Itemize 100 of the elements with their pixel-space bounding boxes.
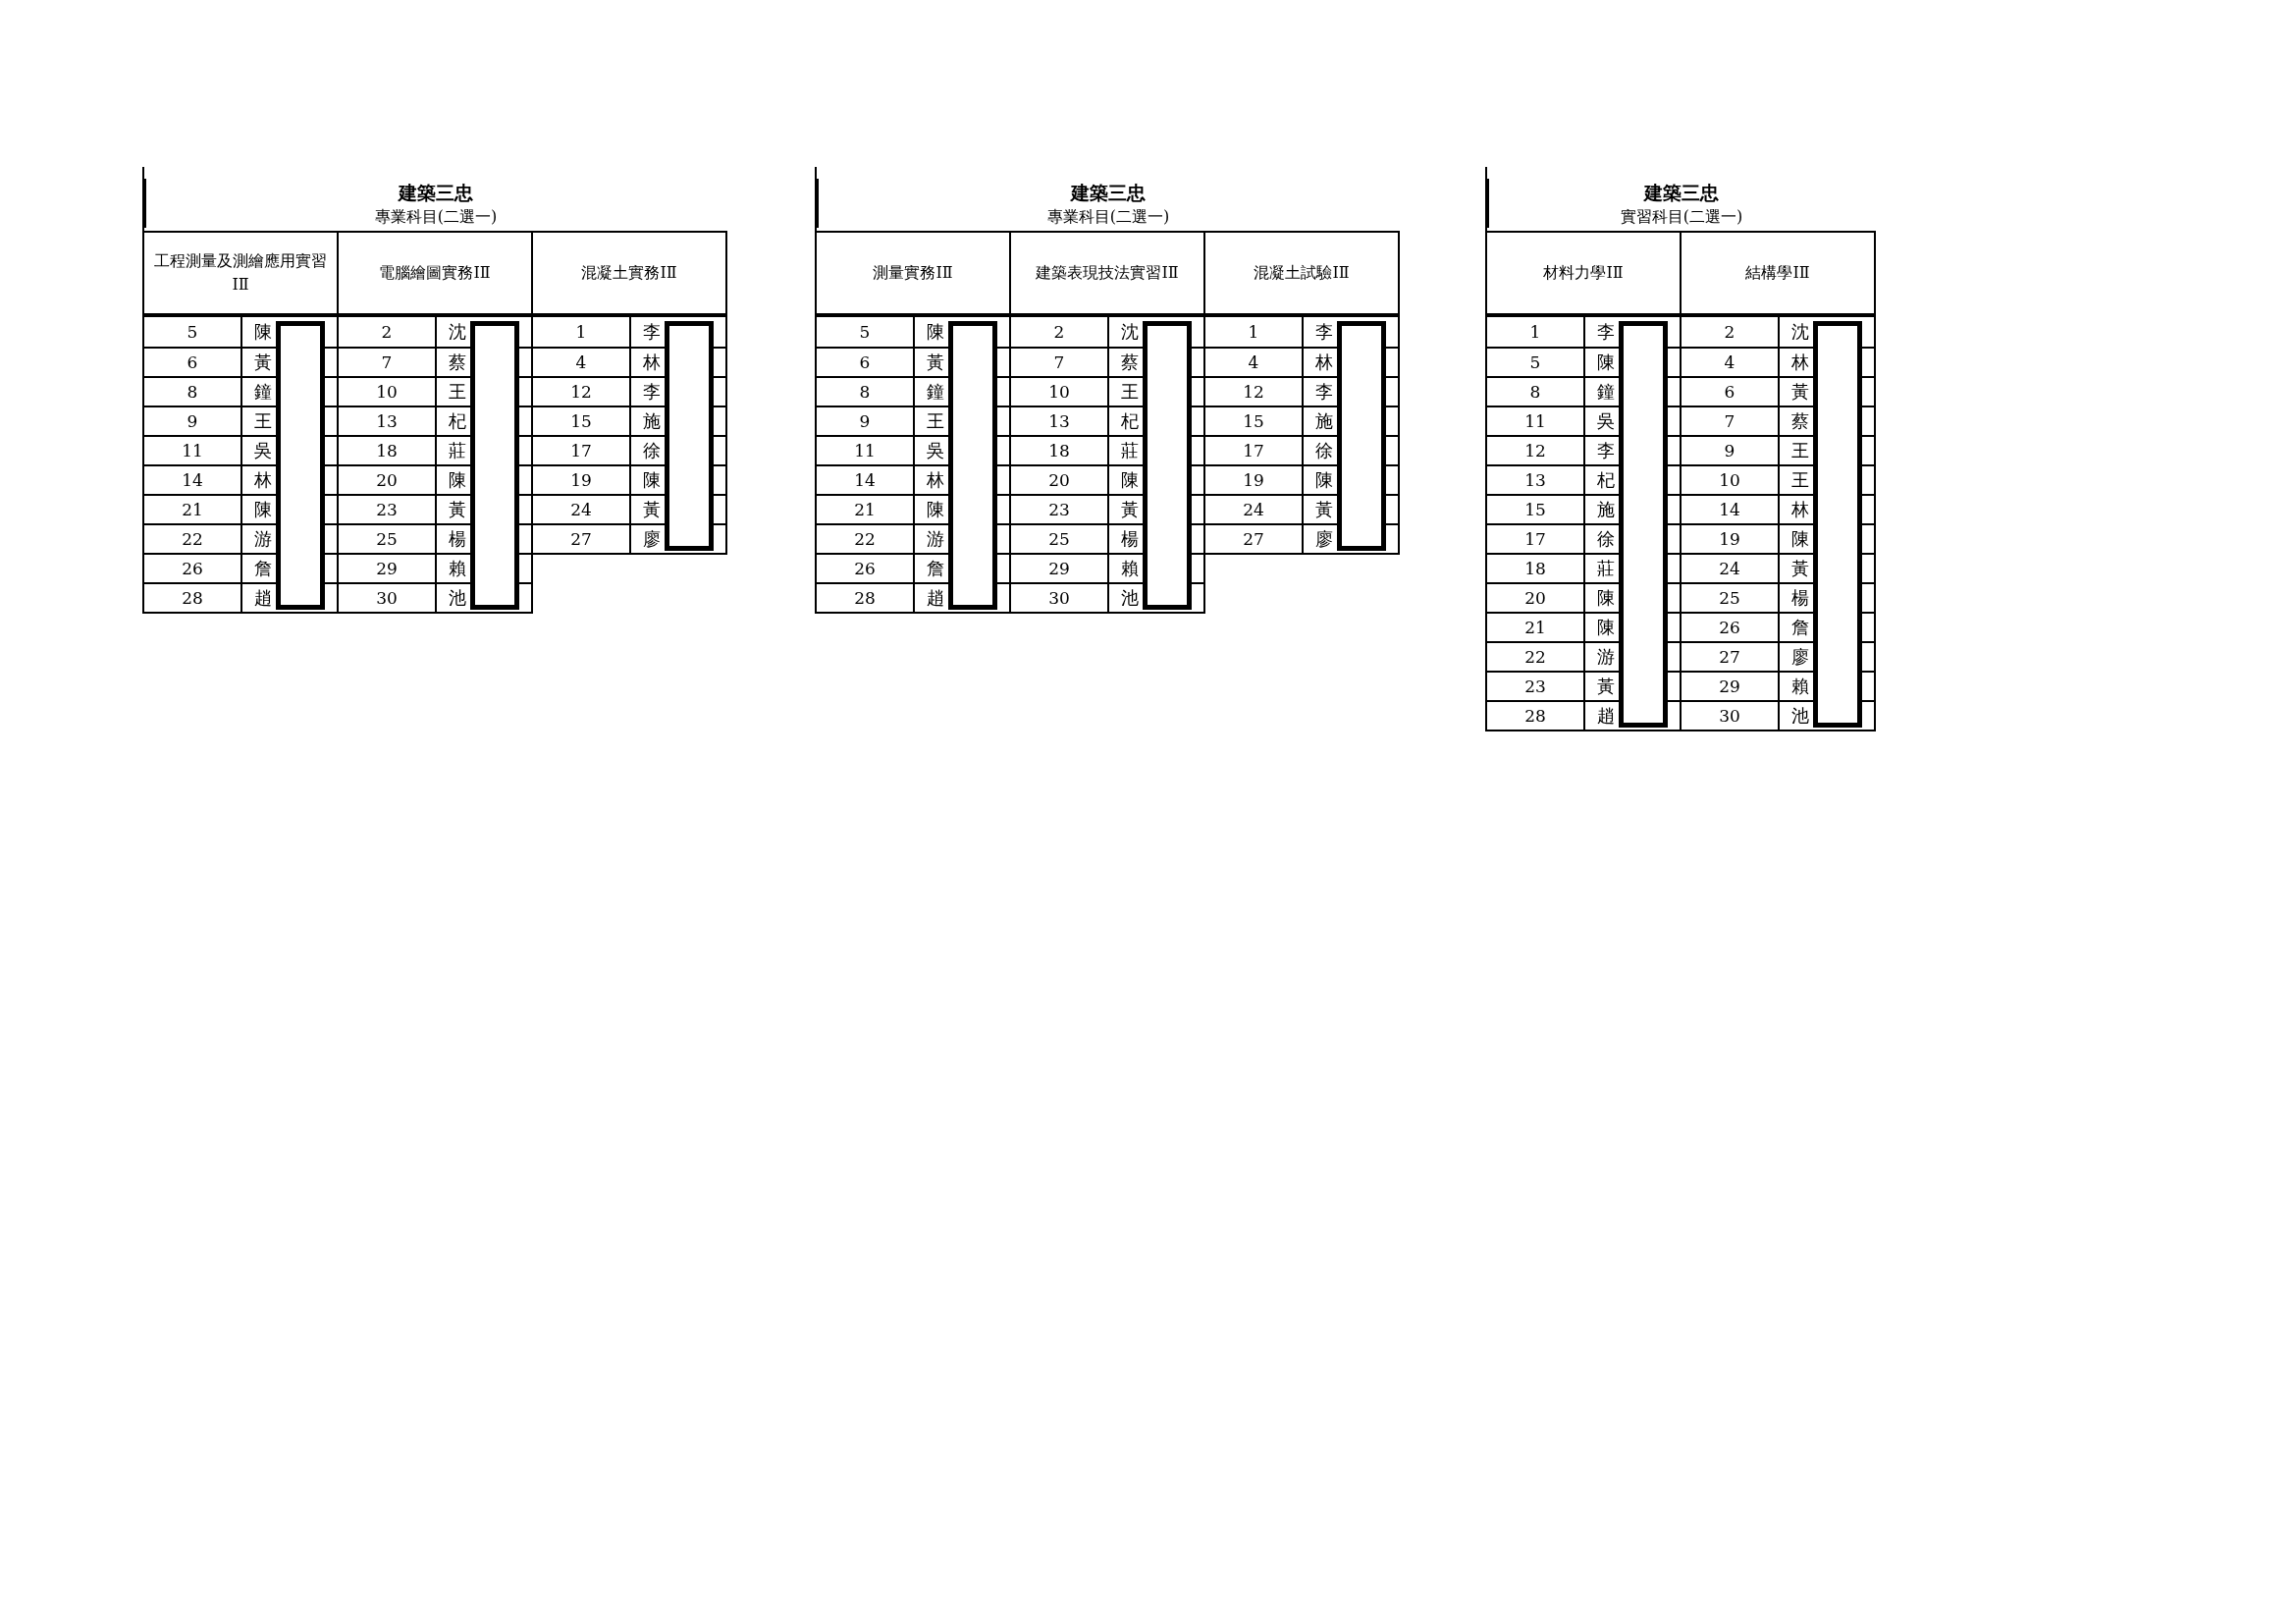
student-surname: 杞 — [1596, 468, 1616, 492]
seat-number: 30 — [339, 584, 437, 612]
student-surname: 趙 — [1596, 704, 1616, 728]
seat-number: 27 — [1205, 525, 1304, 553]
seat-number: 13 — [1011, 407, 1109, 435]
seat-number: 23 — [1487, 673, 1585, 700]
student-surname: 陳 — [1790, 527, 1810, 551]
seat-number: 29 — [339, 555, 437, 582]
seat-number: 11 — [817, 437, 915, 464]
seat-number: 21 — [1487, 614, 1585, 641]
student-surname: 詹 — [253, 557, 273, 580]
seat-number: 15 — [1205, 407, 1304, 435]
seat-number: 26 — [1682, 614, 1780, 641]
seat-number: 8 — [1487, 378, 1585, 406]
seat-number: 1 — [533, 317, 631, 347]
seat-number: 23 — [1011, 496, 1109, 523]
student-surname: 王 — [253, 409, 273, 433]
student-surname: 池 — [448, 586, 467, 610]
seat-number: 2 — [1682, 317, 1780, 347]
student-surname: 王 — [1790, 439, 1810, 462]
student-surname: 黃 — [1314, 498, 1334, 521]
seat-number: 14 — [1682, 496, 1780, 523]
seat-number: 17 — [533, 437, 631, 464]
student-surname: 游 — [253, 527, 273, 551]
student-surname: 莊 — [1120, 439, 1140, 462]
seat-number: 25 — [1682, 584, 1780, 612]
column-header: 結構學ⅠⅡ — [1682, 233, 1874, 317]
student-surname: 趙 — [926, 586, 945, 610]
seat-number: 6 — [817, 349, 915, 376]
seat-number: 13 — [339, 407, 437, 435]
table-sheet — [815, 167, 1400, 614]
student-surname: 鐘 — [1596, 380, 1616, 404]
student-surname: 沈 — [1790, 320, 1810, 344]
student-surname: 施 — [642, 409, 662, 433]
seat-number: 24 — [1682, 555, 1780, 582]
seat-number: 18 — [1011, 437, 1109, 464]
student-surname: 林 — [926, 468, 945, 492]
seat-number: 22 — [1487, 643, 1585, 671]
student-surname: 趙 — [253, 586, 273, 610]
student-surname: 陳 — [1596, 586, 1616, 610]
student-surname: 楊 — [1790, 586, 1810, 610]
student-surname: 陳 — [1314, 468, 1334, 492]
student-surname: 陳 — [1120, 468, 1140, 492]
seat-number: 7 — [1682, 407, 1780, 435]
column-header: 混凝土試驗ⅠⅡ — [1205, 233, 1398, 317]
student-surname: 王 — [448, 380, 467, 404]
seat-number: 15 — [533, 407, 631, 435]
student-surname: 賴 — [448, 557, 467, 580]
student-surname: 詹 — [926, 557, 945, 580]
student-surname: 林 — [1790, 498, 1810, 521]
table-subtitle: 專業科目(二選一) — [1046, 206, 1170, 228]
seat-number: 6 — [144, 349, 242, 376]
seat-number: 14 — [144, 466, 242, 494]
table-column — [337, 231, 533, 614]
student-surname: 王 — [1790, 468, 1810, 492]
seat-number: 9 — [1682, 437, 1780, 464]
seat-number: 9 — [817, 407, 915, 435]
seat-number: 6 — [1682, 378, 1780, 406]
seat-number: 22 — [817, 525, 915, 553]
seat-number: 30 — [1682, 702, 1780, 730]
student-surname: 蔡 — [1790, 409, 1810, 433]
student-surname: 李 — [642, 320, 662, 344]
student-surname: 黃 — [1790, 557, 1810, 580]
seat-number: 2 — [339, 317, 437, 347]
seat-number: 19 — [533, 466, 631, 494]
student-surname: 蔡 — [1120, 351, 1140, 374]
seat-number: 1 — [1205, 317, 1304, 347]
seat-number: 24 — [533, 496, 631, 523]
seat-number: 28 — [817, 584, 915, 612]
seat-number: 13 — [1487, 466, 1585, 494]
student-surname: 鐘 — [926, 380, 945, 404]
table-title: 建築三忠 — [1644, 181, 1719, 204]
student-surname: 李 — [1596, 439, 1616, 462]
student-surname: 李 — [1314, 380, 1334, 404]
table-column — [1485, 231, 1682, 731]
student-surname: 蔡 — [448, 351, 467, 374]
student-surname: 黃 — [448, 498, 467, 521]
table-column — [142, 231, 339, 614]
student-surname: 沈 — [448, 320, 467, 344]
seat-number: 29 — [1011, 555, 1109, 582]
student-surname: 陳 — [448, 468, 467, 492]
seat-number: 10 — [1682, 466, 1780, 494]
student-surname: 莊 — [1596, 557, 1616, 580]
seat-number: 4 — [533, 349, 631, 376]
seat-number: 9 — [144, 407, 242, 435]
student-surname: 陳 — [253, 320, 273, 344]
table-sheet — [1485, 167, 1876, 731]
student-surname: 杞 — [448, 409, 467, 433]
seat-number: 29 — [1682, 673, 1780, 700]
student-surname: 吳 — [253, 439, 273, 462]
seat-number: 15 — [1487, 496, 1585, 523]
seat-number: 11 — [1487, 407, 1585, 435]
seat-number: 10 — [1011, 378, 1109, 406]
seat-number: 5 — [1487, 349, 1585, 376]
student-surname: 楊 — [448, 527, 467, 551]
student-surname: 鐘 — [253, 380, 273, 404]
student-surname: 賴 — [1790, 675, 1810, 698]
seat-number: 19 — [1682, 525, 1780, 553]
table-sheet — [142, 167, 727, 614]
seat-number: 26 — [817, 555, 915, 582]
